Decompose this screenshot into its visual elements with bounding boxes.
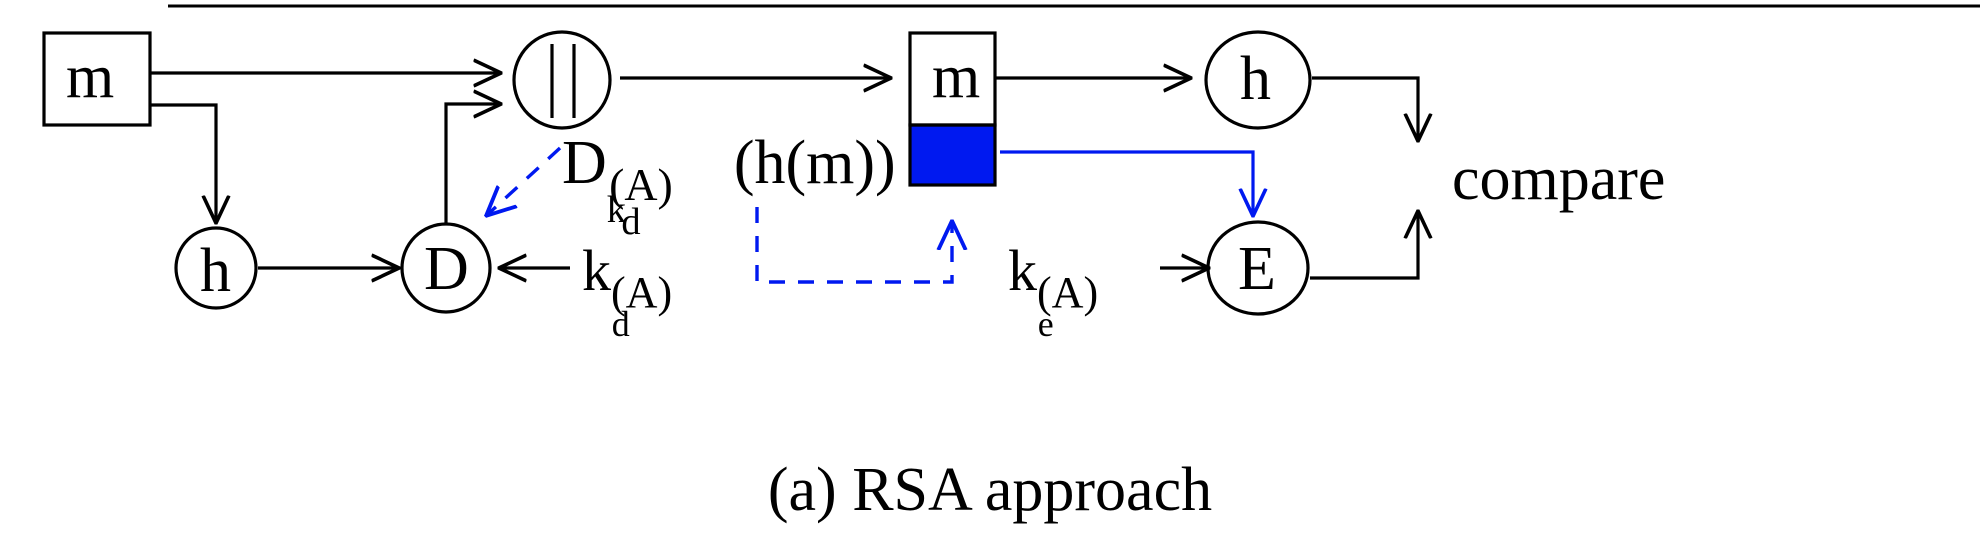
hash-circle-left-label: h	[200, 237, 231, 305]
encrypt-key-sup: (A)	[1037, 267, 1099, 317]
message-box-right-label: m	[932, 43, 981, 111]
dashed-signature-feedback	[755, 207, 952, 284]
decrypt-key-label: k d (A)	[582, 242, 672, 342]
concat-circle	[512, 30, 612, 130]
figure-caption: (a) RSA approach	[767, 456, 1213, 524]
hash-circle-right-label: h	[1240, 45, 1271, 113]
decrypt-circle-label: D	[424, 235, 469, 303]
edge-signature-to-encrypt	[1000, 150, 1253, 215]
encrypt-key-base: k	[1008, 238, 1037, 303]
dashed-pointer-formula-to-decrypt	[487, 146, 562, 215]
formula-sub-d: d	[621, 200, 641, 243]
encrypt-circle-label: E	[1238, 235, 1276, 303]
decrypt-key-sup: (A)	[611, 267, 673, 317]
figure-caption-wrap: (a) RSA approach	[0, 455, 1980, 526]
edge-encrypt-to-compare	[1310, 212, 1418, 280]
hash-circle-left	[174, 226, 258, 310]
formula-sub-k: k	[606, 189, 626, 232]
message-box-left	[42, 31, 152, 127]
edge-hash-right-to-compare	[1312, 76, 1418, 140]
formula-base: D	[562, 129, 607, 197]
encrypt-key-label: k e (A)	[1008, 242, 1098, 342]
signature-block-fill	[910, 125, 995, 185]
encrypt-key-sub: e	[1037, 303, 1054, 344]
decrypt-formula: D k d (A) (h(m))	[562, 129, 896, 241]
formula-sup: (A)	[609, 158, 673, 210]
compare-label: compare	[1452, 145, 1666, 213]
decrypt-key-sub: d	[611, 303, 630, 344]
edge-decrypt-to-concat	[444, 104, 500, 224]
message-box-left-label: m	[66, 43, 115, 111]
formula-argument: (h(m))	[733, 129, 896, 197]
hash-circle-right	[1204, 30, 1312, 130]
edge-message-to-hash-left	[150, 103, 216, 222]
signature-block-outline	[908, 123, 997, 187]
decrypt-key-base: k	[582, 238, 611, 303]
